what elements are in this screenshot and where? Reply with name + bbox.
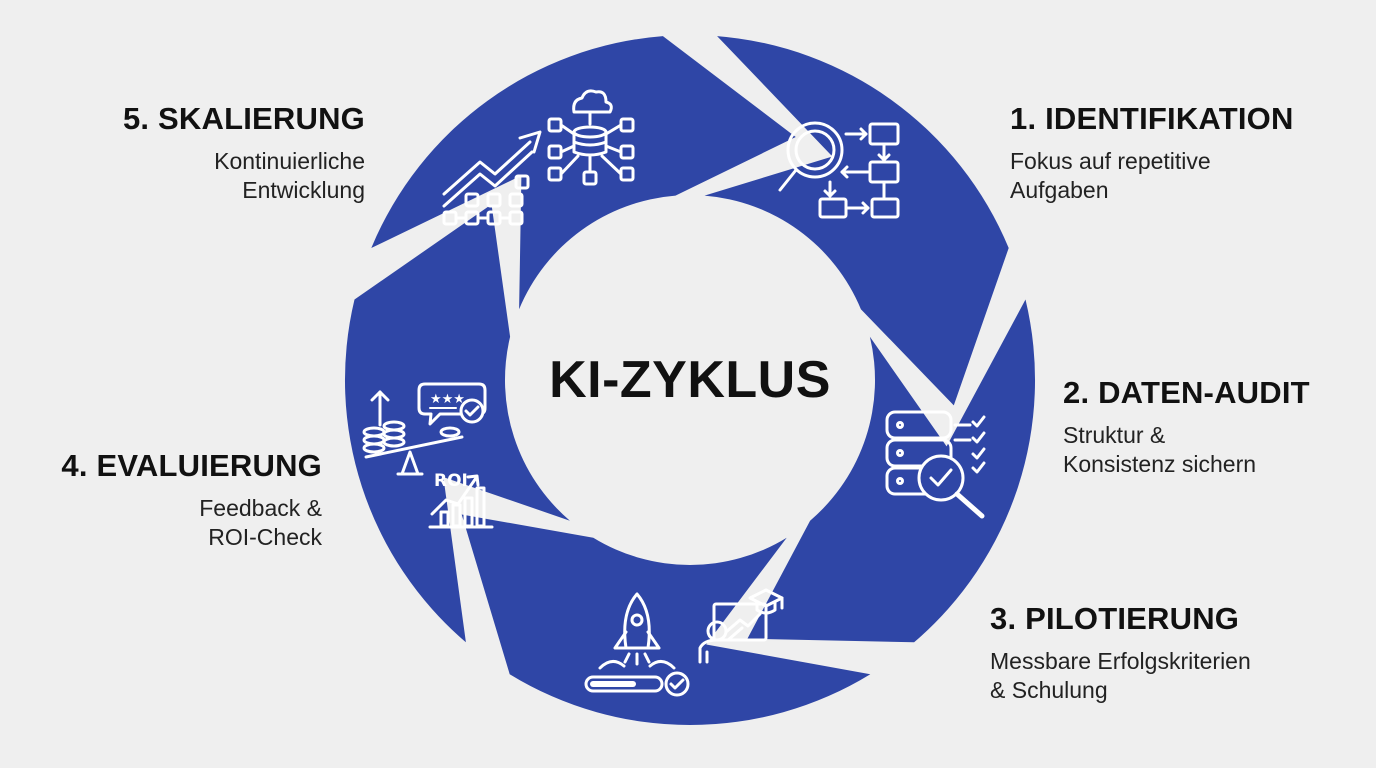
step-title: 5. SKALIERUNG bbox=[122, 101, 365, 136]
magnifier-flowchart-icon bbox=[778, 121, 900, 219]
step-description: Kontinuierliche Entwicklung bbox=[123, 147, 365, 205]
step-title: 1. IDENTIFIKATION bbox=[1010, 101, 1294, 136]
cycle-segment-1 bbox=[704, 36, 1009, 406]
step-description: Struktur & Konsistenz sichern bbox=[1063, 421, 1310, 479]
step-title: 3. PILOTIERUNG bbox=[990, 601, 1240, 636]
step-title: 4. EVALUIERUNG bbox=[61, 448, 322, 483]
step-description: Messbare Erfolgskriterien & Schulung bbox=[990, 647, 1251, 705]
cycle-segment-4 bbox=[344, 204, 570, 643]
svg-text:★★★: ★★★ bbox=[430, 392, 465, 407]
cycle-segment-3 bbox=[461, 514, 871, 726]
step-1-label: 1. IDENTIFIKATION Fokus auf repetitive A… bbox=[1010, 101, 1294, 205]
step-4-label: 4. EVALUIERUNG Feedback & ROI-Check bbox=[61, 448, 322, 552]
roi-text: ROI bbox=[434, 471, 468, 491]
database-check-icon bbox=[885, 410, 986, 519]
rocket-training-icon bbox=[584, 588, 784, 697]
center-title: KI-ZYKLUS bbox=[549, 351, 831, 409]
step-2-label: 2. DATEN-AUDIT Struktur & Konsistenz sic… bbox=[1063, 375, 1310, 479]
step-description-line: Konsistenz sichern bbox=[1063, 451, 1257, 477]
step-description-line: Kontinuierliche bbox=[214, 148, 365, 174]
roi-feedback-icon: ★★★ ROI bbox=[362, 382, 494, 529]
step-description-line: & Schulung bbox=[990, 677, 1108, 703]
step-description-line: ROI-Check bbox=[208, 524, 322, 550]
step-description-line: Aufgaben bbox=[1010, 177, 1109, 203]
step-description-line: Fokus auf repetitive bbox=[1010, 148, 1211, 174]
step-description: Fokus auf repetitive Aufgaben bbox=[1010, 147, 1294, 205]
step-description-line: Feedback & bbox=[199, 495, 322, 521]
step-description-line: Entwicklung bbox=[242, 177, 365, 203]
step-title: 2. DATEN-AUDIT bbox=[1063, 375, 1310, 410]
step-description: Feedback & ROI-Check bbox=[61, 494, 322, 552]
step-3-label: 3. PILOTIERUNG Messbare Erfolgskriterien… bbox=[990, 601, 1251, 705]
step-description-line: Messbare Erfolgskriterien bbox=[990, 648, 1251, 674]
step-description-line: Struktur & bbox=[1063, 422, 1166, 448]
cycle-segment-2 bbox=[747, 299, 1036, 643]
growth-network-icon bbox=[442, 89, 635, 226]
step-5-label: 5. SKALIERUNG Kontinuierliche Entwicklun… bbox=[123, 101, 365, 205]
